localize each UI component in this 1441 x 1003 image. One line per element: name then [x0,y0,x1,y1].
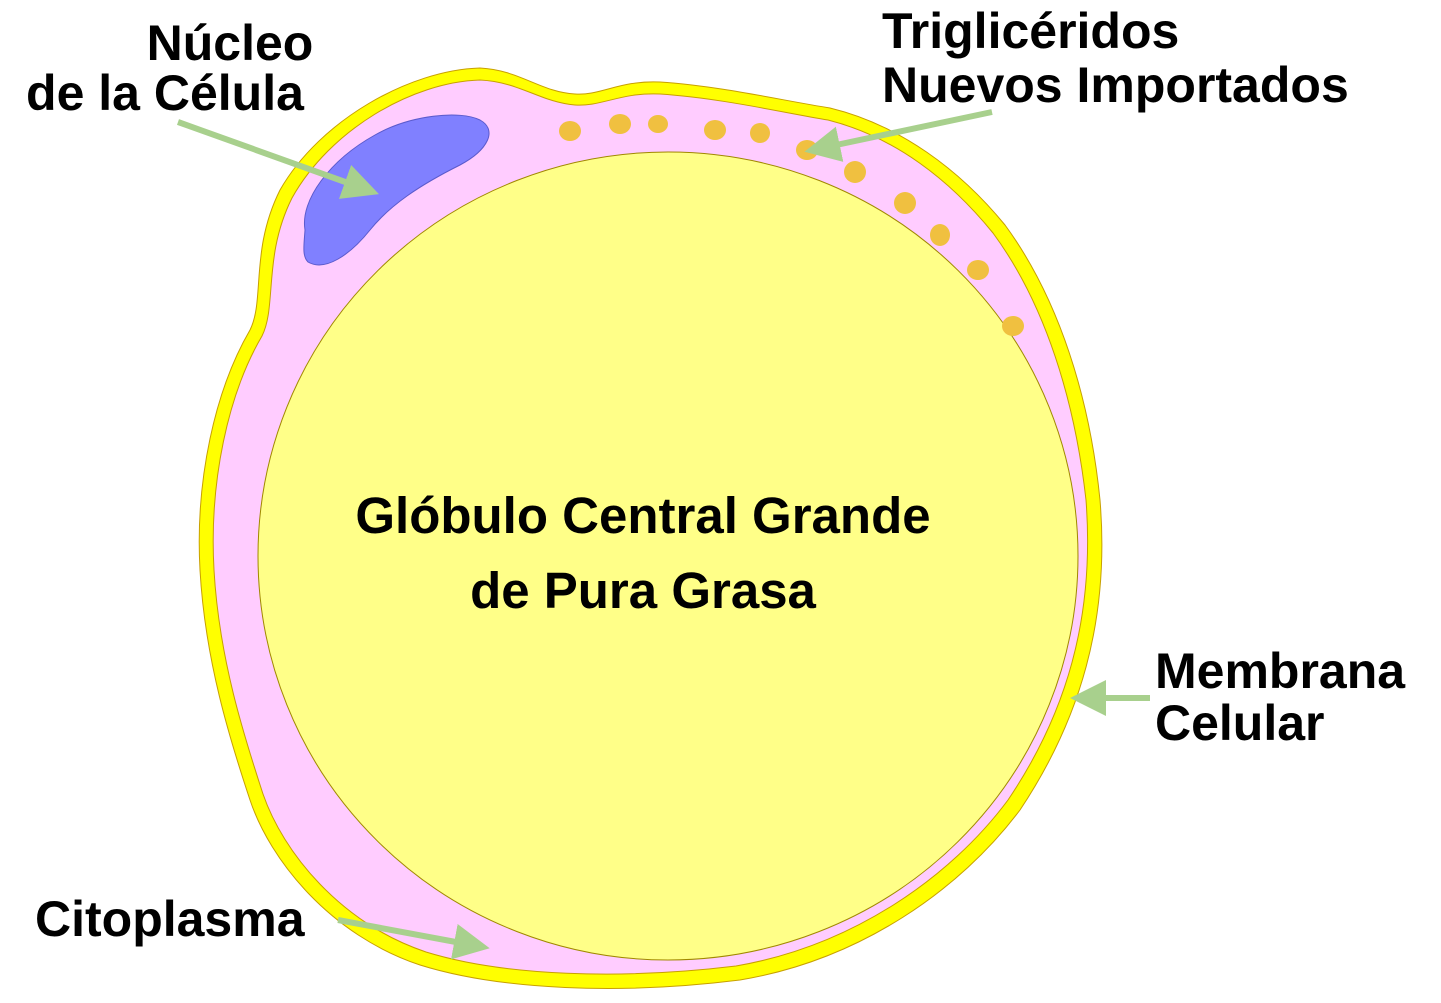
triglyceride-droplet [559,121,581,141]
membrane-label-line1: Membrana [1155,643,1406,699]
nucleus-label-line1: Núcleo [147,15,314,71]
cytoplasm-label: Citoplasma [35,891,306,947]
triglyceride-droplet [967,260,989,280]
triglyceride-droplet [609,114,631,134]
triglyceride-droplet [750,123,770,143]
triglyceride-droplet [1002,316,1024,336]
nucleus-label-line2: de la Célula [26,65,305,121]
triglycerides-label-line2: Nuevos Importados [882,57,1349,113]
globule-label-line2: de Pura Grasa [470,562,816,619]
globule-label-line1: Glóbulo Central Grande [355,487,930,544]
triglyceride-droplet [648,115,668,133]
triglycerides-label-line1: Triglicéridos [882,3,1179,59]
membrane-label-line2: Celular [1155,695,1325,751]
central-fat-globule [258,152,1078,960]
triglyceride-droplet [796,140,818,160]
triglyceride-droplet [704,120,726,140]
triglyceride-droplet [930,224,950,246]
triglyceride-droplet [894,192,916,214]
triglyceride-droplet [844,161,866,183]
